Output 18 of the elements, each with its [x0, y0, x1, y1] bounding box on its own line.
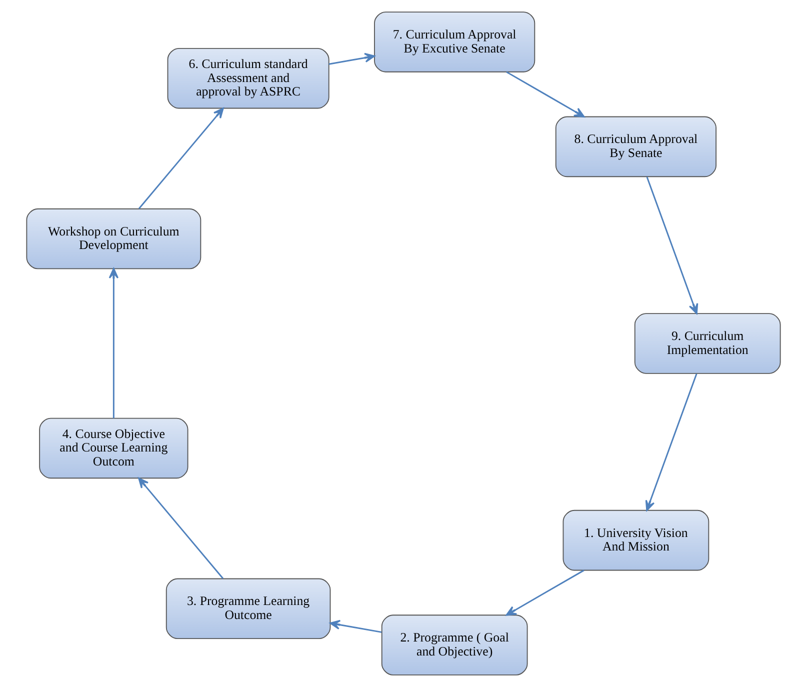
arrow: [646, 176, 698, 314]
node-box: 9. Curriculum Implementation: [634, 313, 780, 374]
node-box: 7. Curriculum Approval By Excutive Senate: [374, 12, 535, 72]
arrow: [328, 52, 375, 65]
arrow: [329, 620, 382, 633]
node-box: 2. Programme ( Goal and Objective): [380, 614, 528, 676]
node-box: 1. University Vision And Mission: [562, 510, 709, 571]
node-box: 6. Curriculum standard Assessment and approval by ASPRC: [166, 48, 329, 109]
arrow: [108, 268, 118, 418]
arrow: [138, 108, 224, 210]
node-box: 3. Programme Learning Outcome: [165, 578, 330, 640]
node-box: 8. Curriculum Approval By Senate: [554, 116, 716, 178]
node-box: 4. Course Objective and Course Learning Outcom: [38, 418, 188, 479]
arrow: [505, 570, 584, 616]
arrow: [138, 478, 224, 579]
arrow: [506, 71, 584, 118]
node-box: Workshop on Curriculum Development: [26, 208, 201, 270]
arrow: [644, 374, 697, 512]
